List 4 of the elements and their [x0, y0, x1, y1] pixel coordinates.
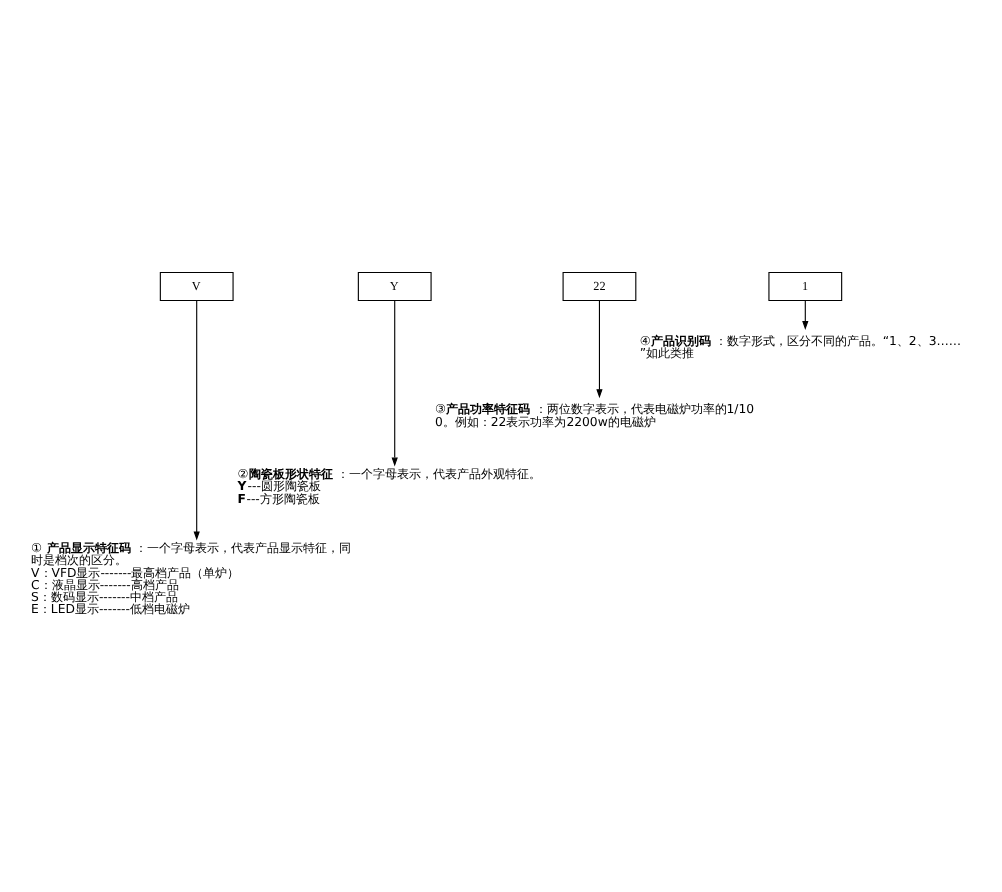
arrow: [193, 298, 200, 540]
arrow: [802, 299, 809, 330]
arrow: [391, 299, 398, 466]
arrow: [596, 299, 603, 398]
